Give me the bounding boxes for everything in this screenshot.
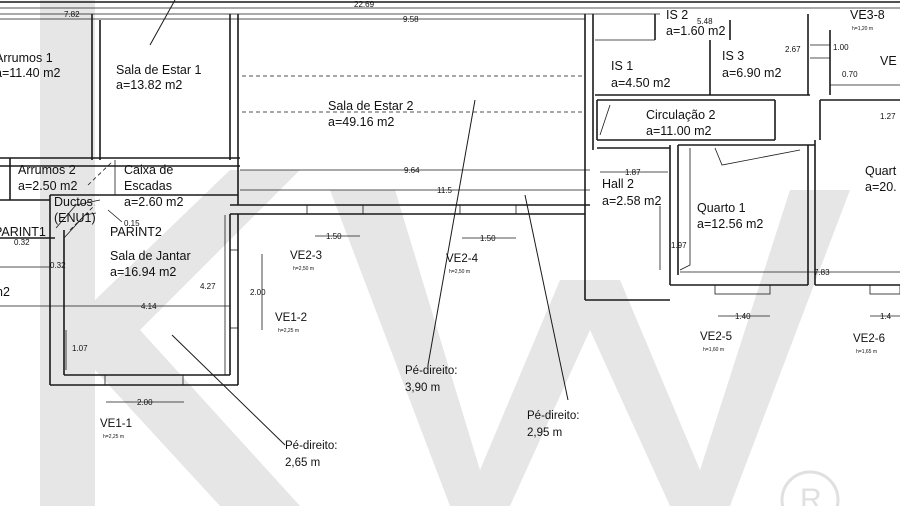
dim-11-5: 11.5: [437, 186, 453, 195]
room-sub-ve3-8: h=1,20 m: [852, 26, 873, 32]
dim-1-00: 1.00: [833, 43, 849, 52]
room-name-quarto1: Quarto 1: [697, 201, 746, 215]
window-name-ve2-6: VE2-6: [853, 333, 885, 345]
ceiling-label-h2: Pé-direito:: [527, 410, 579, 422]
dim-1-50b: 1.50: [480, 234, 496, 243]
room-labels: Arrumos 1 a=11.40 m2 Sala de Estar 1 a=1…: [0, 8, 897, 299]
room-name-is2: IS 2: [666, 8, 688, 22]
dim-0-32b: 0.32: [50, 261, 66, 270]
dim-1-4: 1.4: [880, 312, 892, 321]
dim-1-97: 1.97: [671, 241, 687, 250]
registered-mark: R: [800, 483, 822, 506]
dim-1-40: 1.40: [735, 312, 751, 321]
dim-5-48: 5.48: [697, 17, 713, 26]
dim-7-82: 7.82: [64, 10, 80, 19]
room-area-arrumos1: a=11.40 m2: [0, 66, 60, 80]
room-area-circulacao2: a=11.00 m2: [646, 124, 711, 138]
room-name-ductos-1: Ductos: [54, 195, 93, 209]
room-name-ve-right: VE: [880, 54, 897, 68]
dim-0-70: 0.70: [842, 70, 858, 79]
dim-4-27: 4.27: [200, 282, 216, 291]
window-sub-ve2-3: h=2,50 m: [293, 266, 314, 272]
room-name-sala-estar1: Sala de Estar 1: [116, 63, 202, 77]
dim-22-69: 22.69: [354, 0, 375, 9]
room-area-sala-estar2: a=49.16 m2: [328, 115, 394, 129]
room-area-quarto-right: a=20.: [865, 180, 897, 194]
dim-2-00h: 2.00: [137, 398, 153, 407]
dim-7-83: 7.83: [814, 268, 830, 277]
dim-1-27: 1.27: [880, 112, 896, 121]
leader-lines: [149, 0, 569, 446]
room-name-is3: IS 3: [722, 49, 744, 63]
ceiling-label-h3: Pé-direito:: [285, 440, 337, 452]
window-name-ve2-5: VE2-5: [700, 331, 732, 343]
room-name-caixa-escadas-2: Escadas: [124, 179, 172, 193]
dim-1-07: 1.07: [72, 344, 88, 353]
room-name-arrumos1: Arrumos 1: [0, 51, 53, 65]
walls: [0, 1, 900, 386]
window-name-ve1-1: VE1-1: [100, 418, 132, 430]
dim-2-67: 2.67: [785, 45, 801, 54]
room-name-caixa-escadas-1: Caixa de: [124, 163, 173, 177]
room-name-ductos-2: (ENU1): [54, 211, 96, 225]
room-area-sala-jantar: a=16.94 m2: [110, 265, 176, 279]
room-name-ve3-8: VE3-8: [850, 8, 885, 22]
window-sub-ve2-5: h=1,60 m: [703, 347, 724, 353]
window-openings: [104, 204, 900, 386]
room-area-is2: a=1.60 m2: [666, 24, 725, 38]
dimension-lines: [0, 7, 900, 403]
ceiling-label-h1: Pé-direito:: [405, 365, 457, 377]
room-area-sala-estar1: a=13.82 m2: [116, 78, 182, 92]
dim-9-64: 9.64: [404, 166, 420, 175]
dim-1-87: 1.87: [625, 168, 641, 177]
window-name-ve2-4: VE2-4: [446, 253, 479, 265]
room-area-is3: a=6.90 m2: [722, 66, 781, 80]
dim-4-14: 4.14: [141, 302, 157, 311]
room-area-quarto1: a=12.56 m2: [697, 217, 763, 231]
dim-2-00v: 2.00: [250, 288, 266, 297]
window-tags: VE2-3 h=2,50 m VE2-4 h=2,50 m VE1-2 h=2,…: [100, 250, 885, 440]
ceiling-value-h3: 2,65 m: [285, 457, 320, 469]
window-name-ve2-3: VE2-3: [290, 250, 322, 262]
room-area-caixa-escadas: a=2.60 m2: [124, 195, 183, 209]
window-sub-ve2-4: h=2,50 m: [449, 269, 470, 275]
window-sub-ve1-1: h=2,25 m: [103, 434, 124, 440]
window-sub-ve1-2: h=2,25 m: [278, 328, 299, 334]
window-name-ve1-2: VE1-2: [275, 312, 307, 324]
window-sub-ve2-6: h=1,65 m: [856, 349, 877, 355]
room-area-is1: a=4.50 m2: [611, 76, 670, 90]
dim-0-32a: 0.32: [14, 238, 30, 247]
dim-0-15: 0.15: [124, 219, 140, 228]
room-name-parint1: PARINT1: [0, 225, 46, 239]
room-name-sala-estar2: Sala de Estar 2: [328, 99, 414, 113]
detail-lines: [55, 44, 900, 271]
ceiling-value-h1: 3,90 m: [405, 382, 440, 394]
room-name-arrumos2: Arrumos 2: [18, 163, 76, 177]
room-area-hall2: a=2.58 m2: [602, 194, 661, 208]
watermark: R: [40, 0, 850, 506]
room-area-left-cut: n2: [0, 285, 10, 299]
room-name-is1: IS 1: [611, 59, 633, 73]
room-area-arrumos2: a=2.50 m2: [18, 179, 77, 193]
dim-1-50a: 1.50: [326, 232, 342, 241]
ceiling-value-h2: 2,95 m: [527, 427, 562, 439]
room-name-quarto-right: Quart: [865, 164, 897, 178]
room-name-hall2: Hall 2: [602, 177, 634, 191]
dim-9-58: 9.58: [403, 15, 419, 24]
ceiling-heights: Pé-direito: 3,90 m Pé-direito: 2,95 m Pé…: [285, 365, 579, 469]
room-name-circulacao2: Circulação 2: [646, 108, 716, 122]
room-name-parint2: PARINT2: [110, 225, 162, 239]
room-name-sala-jantar: Sala de Jantar: [110, 249, 191, 263]
dimension-labels: 22.69 7.82 9.58 5.48 2.67 1.00 0.70 1.27…: [14, 0, 896, 407]
